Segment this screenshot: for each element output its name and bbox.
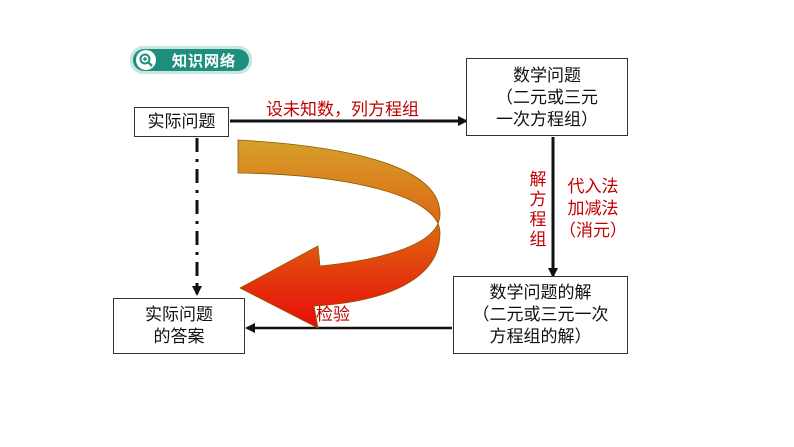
math-solution-line-2: （二元或三元一次 [472, 305, 609, 325]
section-badge: 知识网络 [130, 46, 252, 74]
box-math-problem: 数学问题 （二元或三元 一次方程组） [466, 58, 628, 136]
edge-label-top: 设未知数，列方程组 [266, 100, 419, 120]
method-2: 加减法 [567, 199, 619, 219]
curved-check-arrow [237, 139, 441, 329]
box-math-solution: 数学问题的解 （二元或三元一次 方程组的解） [453, 276, 628, 354]
vertical-char-4: 组 [529, 230, 547, 250]
math-solution-line-3: 方程组的解） [489, 327, 592, 347]
method-3: （消元） [559, 221, 627, 241]
vertical-char-3: 程 [529, 210, 547, 230]
badge-label: 知识网络 [172, 52, 237, 70]
math-problem-line-2: （二元或三元 [496, 88, 598, 108]
edge-label-vertical: 解 方 程 组 [528, 170, 548, 250]
magnifier-icon [136, 50, 156, 70]
method-1: 代入法 [567, 177, 619, 197]
edge-label-methods: 代入法 加减法 （消元） [558, 176, 628, 242]
math-problem-line-3: 一次方程组） [496, 110, 598, 130]
box-real-problem: 实际问题 [134, 107, 229, 137]
box-real-answer: 实际问题 的答案 [113, 298, 245, 354]
math-problem-line-1: 数学问题 [513, 66, 581, 86]
vertical-char-1: 解 [529, 170, 547, 190]
real-problem-label: 实际问题 [147, 112, 216, 132]
vertical-char-2: 方 [529, 190, 547, 210]
edge-label-check: 检验 [316, 305, 350, 325]
math-solution-line-1: 数学问题的解 [489, 283, 592, 303]
real-answer-line-1: 实际问题 [145, 305, 213, 325]
real-answer-line-2: 的答案 [153, 327, 205, 347]
